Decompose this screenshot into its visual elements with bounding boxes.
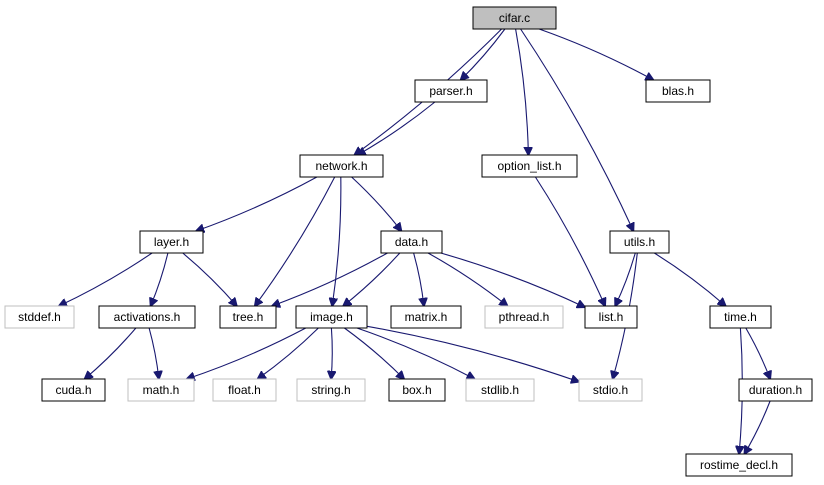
node-parser-h[interactable]: parser.h [414, 79, 488, 103]
node-label: float.h [228, 383, 261, 397]
node-data-h[interactable]: data.h [380, 230, 443, 254]
edge-cifar-c-to-option-list-h [515, 28, 529, 155]
node-utils-h[interactable]: utils.h [609, 230, 670, 254]
node-label: blas.h [662, 84, 694, 98]
edge-image-h-to-box-h [344, 327, 404, 379]
node-pthread-h[interactable]: pthread.h [484, 305, 564, 329]
node-label: activations.h [114, 310, 181, 324]
edge-network-h-to-tree-h [255, 176, 336, 306]
edge-image-h-to-math-h [187, 327, 307, 379]
node-cifar-c[interactable]: cifar.c [472, 6, 557, 30]
edge-layer-h-to-tree-h [182, 252, 237, 306]
edge-cifar-c-to-utils-h [520, 28, 634, 231]
node-network-h[interactable]: network.h [299, 154, 384, 178]
node-label: data.h [395, 235, 428, 249]
edge-network-h-to-image-h [332, 176, 342, 306]
edges [59, 28, 771, 454]
edge-duration-h-to-rostime-decl-h [744, 400, 771, 454]
node-box-h[interactable]: box.h [388, 378, 446, 402]
node-blas-h[interactable]: blas.h [645, 79, 711, 103]
edge-image-h-to-stdlib-h [356, 327, 475, 379]
node-layer-h[interactable]: layer.h [139, 230, 204, 254]
nodes: cifar.c parser.h blas.h network.h option… [4, 6, 813, 477]
node-label: matrix.h [405, 310, 448, 324]
edge-network-h-to-layer-h [196, 176, 318, 231]
node-matrix-h[interactable]: matrix.h [390, 305, 462, 329]
node-float-h[interactable]: float.h [212, 378, 277, 402]
node-label: list.h [599, 310, 624, 324]
edge-utils-h-to-time-h [654, 252, 725, 306]
edge-activations-h-to-cuda-h [85, 327, 137, 379]
node-rostime-decl-h[interactable]: rostime_decl.h [685, 453, 793, 477]
edge-time-h-to-duration-h [745, 327, 770, 379]
edge-data-h-to-tree-h [272, 252, 388, 306]
node-duration-h[interactable]: duration.h [738, 378, 813, 402]
node-stddef-h[interactable]: stddef.h [4, 305, 75, 329]
node-label: tree.h [233, 310, 264, 324]
node-cuda-h[interactable]: cuda.h [41, 378, 106, 402]
edge-layer-h-to-activations-h [151, 252, 169, 306]
node-label: cuda.h [55, 383, 91, 397]
node-image-h[interactable]: image.h [295, 305, 368, 329]
edge-data-h-to-list-h [440, 252, 585, 307]
node-label: stddef.h [18, 310, 61, 324]
edge-image-h-to-string-h [331, 327, 332, 379]
edge-data-h-to-matrix-h [413, 252, 424, 306]
edge-activations-h-to-math-h [148, 327, 159, 379]
node-label: rostime_decl.h [700, 458, 778, 472]
node-label: time.h [724, 310, 757, 324]
node-label: string.h [311, 383, 350, 397]
node-stdlib-h[interactable]: stdlib.h [465, 378, 535, 402]
node-activations-h[interactable]: activations.h [98, 305, 196, 329]
edge-network-h-to-data-h [351, 176, 402, 231]
node-label: box.h [402, 383, 431, 397]
edge-cifar-c-to-parser-h [461, 28, 506, 80]
edge-image-h-to-stdio-h [366, 325, 579, 382]
node-math-h[interactable]: math.h [127, 378, 195, 402]
node-label: parser.h [429, 84, 472, 98]
edge-image-h-to-float-h [258, 327, 319, 379]
node-label: image.h [310, 310, 353, 324]
node-list-h[interactable]: list.h [584, 305, 638, 329]
node-label: pthread.h [499, 310, 550, 324]
node-string-h[interactable]: string.h [296, 378, 366, 402]
node-option-list-h[interactable]: option_list.h [481, 154, 578, 178]
node-stdio-h[interactable]: stdio.h [578, 378, 643, 402]
node-label: duration.h [749, 383, 802, 397]
edge-data-h-to-pthread-h [427, 252, 508, 306]
edge-cifar-c-to-blas-h [538, 28, 653, 80]
node-label: cifar.c [499, 11, 530, 25]
edge-layer-h-to-stddef-h [59, 252, 153, 306]
node-tree-h[interactable]: tree.h [219, 305, 277, 329]
edge-option-list-h-to-list-h [534, 176, 605, 306]
node-label: stdio.h [593, 383, 628, 397]
edge-parser-h-to-network-h [358, 101, 436, 155]
node-label: math.h [143, 383, 180, 397]
edge-data-h-to-image-h [343, 252, 401, 306]
edge-utils-h-to-list-h [615, 252, 636, 306]
node-label: stdlib.h [481, 383, 519, 397]
node-label: utils.h [624, 235, 655, 249]
node-time-h[interactable]: time.h [709, 305, 772, 329]
node-label: option_list.h [497, 159, 561, 173]
node-label: network.h [315, 159, 367, 173]
node-label: layer.h [154, 235, 189, 249]
